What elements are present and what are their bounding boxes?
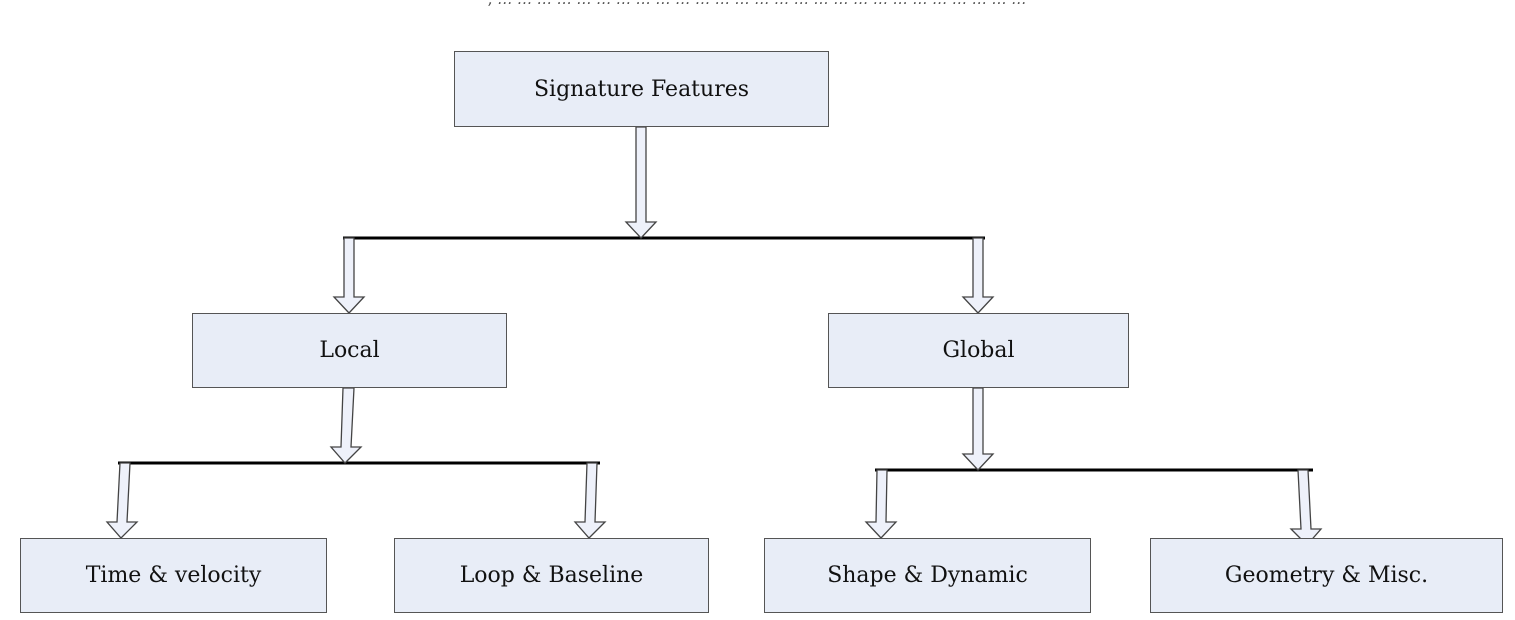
- arrow-to-geometry-misc: [1289, 469, 1323, 546]
- arrow-global-down: [961, 387, 995, 471]
- node-shape-dynamic: Shape & Dynamic: [764, 538, 1091, 613]
- arrow-to-time-velocity: [105, 462, 139, 539]
- cropped-caption-text: , … … … … … … … … … … … … … … … … … … … …: [0, 0, 1515, 10]
- node-time-velocity: Time & velocity: [20, 538, 327, 613]
- node-global: Global: [828, 313, 1129, 388]
- arrow-to-global: [961, 237, 995, 314]
- arrow-local-down: [329, 387, 363, 464]
- node-loop-baseline: Loop & Baseline: [394, 538, 709, 613]
- node-signature-features: Signature Features: [454, 51, 829, 127]
- arrow-to-loop-baseline: [573, 462, 607, 539]
- arrow-to-local: [332, 237, 366, 314]
- node-geometry-misc: Geometry & Misc.: [1150, 538, 1503, 613]
- arrow-root-down: [624, 126, 658, 239]
- node-local: Local: [192, 313, 507, 388]
- arrow-to-shape-dynamic: [864, 469, 898, 539]
